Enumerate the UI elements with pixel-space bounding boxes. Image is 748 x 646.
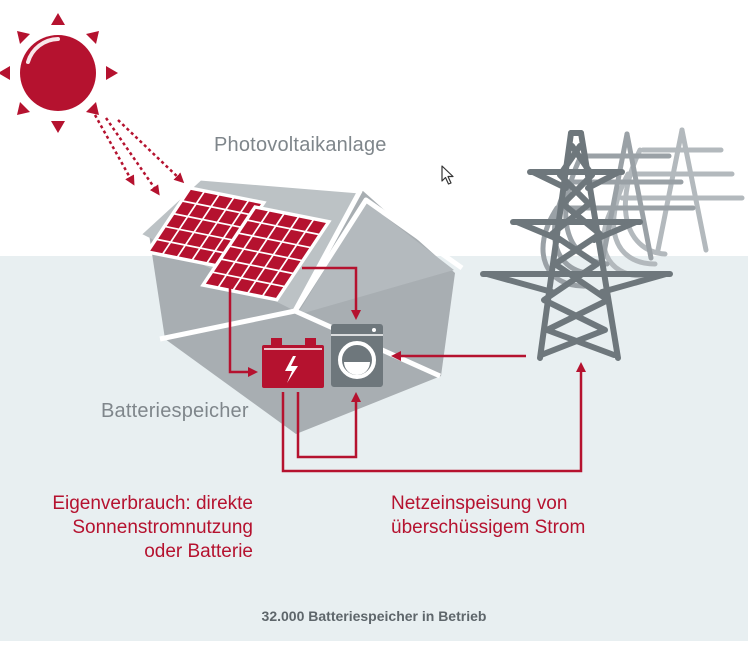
washing-machine-icon [331, 324, 383, 387]
lightning-icon [285, 356, 298, 383]
grid-feed-in-label: Netzeinspeisung von überschüssigem Strom [391, 493, 586, 538]
energy-flow-lines [228, 266, 586, 473]
mouse-pointer-icon [441, 165, 455, 190]
battery-icon [262, 338, 324, 388]
battery-storage-label: Batteriespeicher [101, 400, 249, 422]
power-pylon-icon [480, 127, 745, 361]
self-consumption-label: Eigenverbrauch: direkte Sonnenstromnutzu… [52, 493, 253, 562]
sun-rays [93, 114, 185, 196]
solar-panel-icon [144, 186, 332, 302]
footer-caption: 32.000 Batteriespeicher in Betrieb [261, 608, 487, 624]
sun-icon [0, 13, 118, 133]
pv-system-label: Photovoltaikanlage [214, 134, 387, 156]
